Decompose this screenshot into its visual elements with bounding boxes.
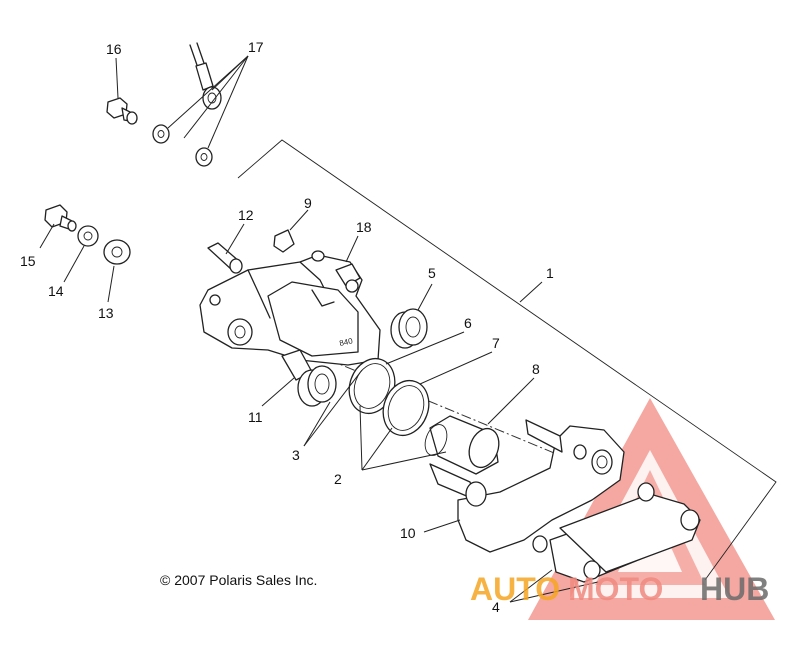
label-13: 13: [98, 305, 114, 321]
label-10: 10: [400, 525, 416, 541]
bolt-15: [44, 204, 77, 232]
caliper-body: 840: [199, 250, 381, 366]
bleeder-screw-12: [207, 242, 243, 274]
bleeder-cap-9: [273, 229, 295, 253]
seal-ring-7: [382, 379, 430, 437]
assembly-outline: [237, 139, 777, 581]
label-3: 3: [292, 447, 300, 463]
copyright-text: © 2007 Polaris Sales Inc.: [160, 572, 317, 588]
leader-lines: [39, 55, 599, 603]
dust-boot-3: [297, 365, 337, 407]
washer-13: [103, 239, 131, 265]
label-17: 17: [248, 39, 264, 55]
piston-8: [424, 415, 500, 475]
label-7: 7: [492, 335, 500, 351]
washer-14: [77, 225, 99, 247]
label-14: 14: [48, 283, 64, 299]
brake-pads-4: [549, 482, 701, 583]
label-1: 1: [546, 265, 554, 281]
caliper-bracket-10: [429, 419, 625, 553]
part-labels: 16 17 12 9 18 5 1 6 7 8 15 14 13 11 3 2 …: [20, 39, 554, 615]
label-18: 18: [356, 219, 372, 235]
label-4: 4: [492, 599, 500, 615]
label-15: 15: [20, 253, 36, 269]
label-12: 12: [238, 207, 254, 223]
label-2: 2: [334, 471, 342, 487]
watermark-part-3: HUB: [700, 571, 769, 607]
banjo-fitting-17: [152, 42, 222, 167]
label-9: 9: [304, 195, 312, 211]
bolt-16: [106, 97, 138, 125]
label-5: 5: [428, 265, 436, 281]
caliper-mark: 840: [339, 336, 354, 348]
label-11: 11: [248, 409, 263, 425]
label-8: 8: [532, 361, 540, 377]
watermark-text: AUTO MOTO HUB: [470, 571, 769, 607]
label-16: 16: [106, 41, 122, 57]
dust-boot-5: [390, 308, 428, 349]
watermark-part-2: MOTO: [568, 571, 663, 607]
watermark-part-1: AUTO: [470, 571, 560, 607]
label-6: 6: [464, 315, 472, 331]
